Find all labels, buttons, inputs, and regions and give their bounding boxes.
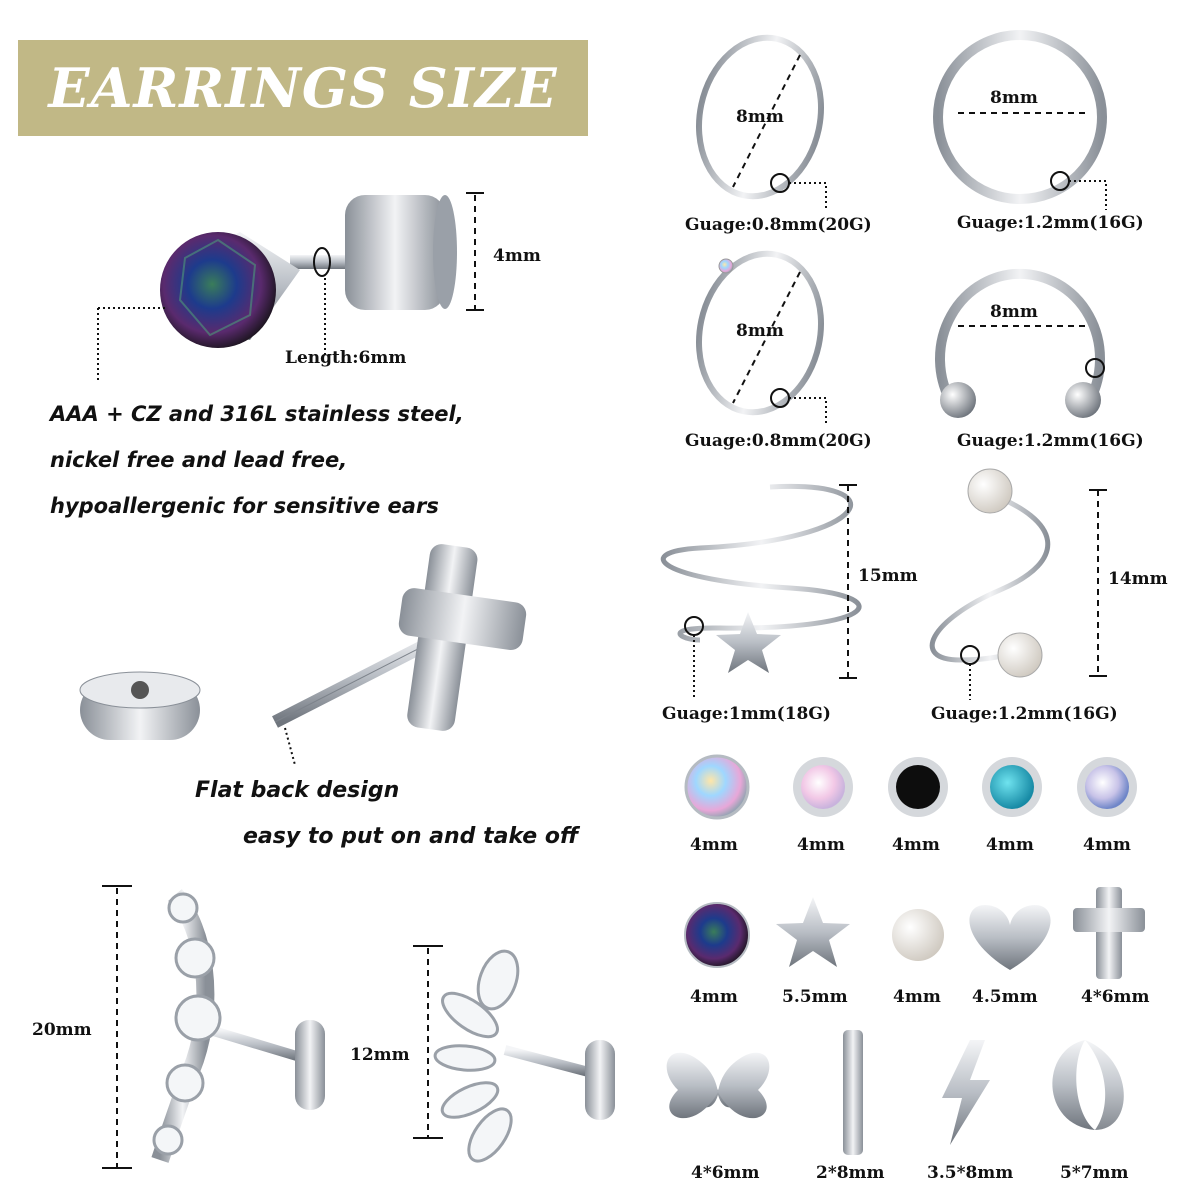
material-line-3: hypoallergenic for sensitive ears bbox=[50, 494, 439, 518]
shape-heart-size: 4.5mm bbox=[972, 987, 1038, 1007]
title-banner: EARRINGS SIZE bbox=[18, 40, 588, 136]
shape-lightning-size: 3.5*8mm bbox=[927, 1163, 1014, 1183]
shape-bar-size: 2*8mm bbox=[816, 1163, 885, 1183]
stud-earring-illustration bbox=[160, 195, 457, 348]
gem-moonstone-size: 4mm bbox=[1083, 835, 1131, 855]
material-line-1: AAA + CZ and 316L stainless steel, bbox=[50, 402, 464, 426]
gem-aurora-size: 4mm bbox=[690, 835, 738, 855]
flatback-title: Flat back design bbox=[195, 778, 400, 803]
spiral-2-gauge: Guage:1.2mm(16G) bbox=[931, 704, 1118, 724]
hoop-1-size: 8mm bbox=[736, 107, 784, 127]
hoop-illustrations bbox=[695, 30, 1107, 416]
hoop-4-gauge: Guage:1.2mm(16G) bbox=[957, 431, 1144, 451]
shape-gem-size: 4mm bbox=[690, 987, 738, 1007]
hoop-4-size: 8mm bbox=[990, 302, 1038, 322]
shape-pearl-size: 4mm bbox=[893, 987, 941, 1007]
shape-cross-size: 4*6mm bbox=[1081, 987, 1150, 1007]
stud-height-label: 4mm bbox=[493, 246, 541, 266]
spiral-1-gauge: Guage:1mm(18G) bbox=[662, 704, 831, 724]
gem-row-1 bbox=[684, 754, 1137, 820]
material-line-2: nickel free and lead free, bbox=[50, 448, 348, 472]
gem-onyx-size: 4mm bbox=[892, 835, 940, 855]
climber-illustrations bbox=[151, 889, 615, 1163]
hoop-3-gauge: Guage:0.8mm(20G) bbox=[685, 431, 872, 451]
hoop-1-gauge: Guage:0.8mm(20G) bbox=[685, 215, 872, 235]
spiral-1-size: 15mm bbox=[858, 566, 918, 586]
spiral-illustrations bbox=[660, 483, 1050, 663]
flat-back-illustration bbox=[79, 544, 527, 766]
spiral-2-size: 14mm bbox=[1108, 569, 1168, 589]
hoop-2-gauge: Guage:1.2mm(16G) bbox=[957, 213, 1144, 233]
stud-length-label: Length:6mm bbox=[285, 348, 407, 368]
climber-right-size: 12mm bbox=[350, 1045, 410, 1065]
gem-turquoise-size: 4mm bbox=[986, 835, 1034, 855]
shape-star-size: 5.5mm bbox=[782, 987, 848, 1007]
shape-moon-size: 5*7mm bbox=[1060, 1163, 1129, 1183]
hoop-3-size: 8mm bbox=[736, 321, 784, 341]
climber-left-size: 20mm bbox=[32, 1020, 92, 1040]
page-title: EARRINGS SIZE bbox=[48, 56, 558, 120]
shape-butterfly-size: 4*6mm bbox=[691, 1163, 760, 1183]
shape-row-2 bbox=[666, 1030, 1124, 1155]
gem-opal-size: 4mm bbox=[797, 835, 845, 855]
hoop-2-size: 8mm bbox=[990, 88, 1038, 108]
shape-row bbox=[684, 887, 1145, 979]
flatback-subtitle: easy to put on and take off bbox=[243, 824, 579, 849]
